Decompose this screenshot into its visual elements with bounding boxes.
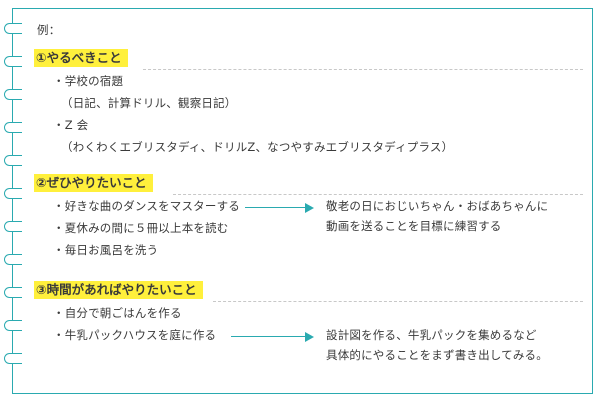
note-line: 設計図を作る、牛乳パックを集めるなど xyxy=(326,328,537,342)
binder-ring-icon xyxy=(4,56,22,67)
note-line: 動画を送ることを目標に練習する xyxy=(326,219,502,233)
list-item: （わくわくエブリスタディ、ドリルZ、なつやすみエブリスタディプラス） xyxy=(61,140,454,154)
binder-ring-icon xyxy=(4,320,22,331)
section-1-divider xyxy=(143,69,583,70)
section-2-divider xyxy=(173,194,583,195)
list-item: ・学校の宿題 xyxy=(53,74,124,88)
section-3-title: ③時間があればやりたいこと xyxy=(34,281,203,299)
arrow-line xyxy=(231,336,307,337)
section-2-title: ②ぜひやりたいこと xyxy=(34,174,153,192)
binder-ring-icon xyxy=(4,122,22,133)
section-3-divider xyxy=(213,301,583,302)
arrow-line xyxy=(245,207,307,208)
binder-ring-icon xyxy=(4,23,22,34)
notebook-card: 例： ①やるべきこと ・学校の宿題 （日記、計算ドリル、観察日記） ・Z 会 （… xyxy=(4,8,593,394)
binder-ring-icon xyxy=(4,254,22,265)
binder-ring-icon xyxy=(4,155,22,166)
binder-ring-icon xyxy=(4,221,22,232)
list-item: ・好きな曲のダンスをマスターする xyxy=(53,199,240,213)
note-line: 敬老の日におじいちゃん・おばあちゃんに xyxy=(326,199,549,213)
list-item: ・牛乳パックハウスを庭に作る xyxy=(53,328,217,342)
arrow-right-icon xyxy=(305,331,314,342)
section-1-title: ①やるべきこと xyxy=(34,49,128,67)
list-item: （日記、計算ドリル、観察日記） xyxy=(61,96,237,110)
arrow-right-icon xyxy=(305,202,314,213)
binder-ring-icon xyxy=(4,287,22,298)
binder-ring-icon xyxy=(4,353,22,364)
note-line: 具体的にやることをまず書き出してみる。 xyxy=(326,348,548,362)
list-item: ・Z 会 xyxy=(53,118,89,132)
example-label: 例： xyxy=(37,23,61,37)
binder-ring-icon xyxy=(4,188,22,199)
list-item: ・夏休みの間に５冊以上本を読む xyxy=(53,221,229,235)
list-item: ・毎日お風呂を洗う xyxy=(53,243,159,257)
binder-ring-icon xyxy=(4,89,22,100)
list-item: ・自分で朝ごはんを作る xyxy=(53,306,182,320)
